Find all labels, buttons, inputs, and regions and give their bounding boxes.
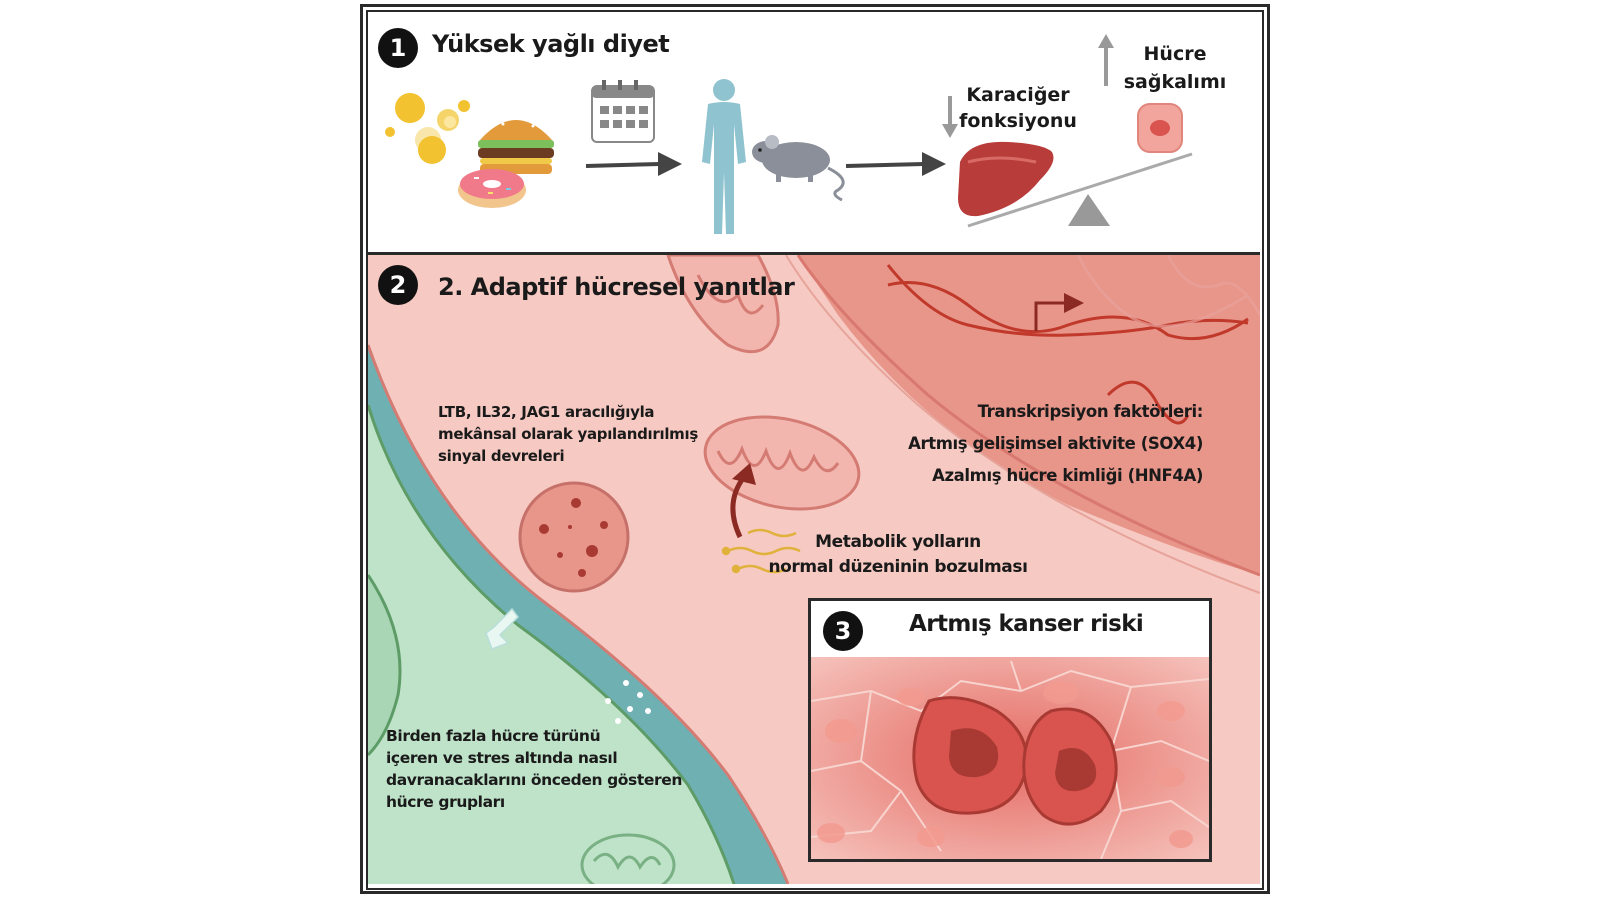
liver-icon (958, 141, 1054, 217)
panel1-title: Yüksek yağlı diyet (432, 30, 670, 58)
panel2-title: 2. Adaptif hücresel yanıtlar (438, 273, 795, 301)
outer-frame (360, 4, 1270, 894)
step-number-badge: 3 (823, 611, 863, 651)
donut-icon (458, 169, 526, 208)
cell-groups-label: Birden fazla hücre türünü içeren ve stre… (386, 727, 682, 811)
mitochondrion-icon (703, 415, 861, 511)
signal-arrow-icon (485, 607, 519, 650)
balance-scale-icon (967, 152, 1193, 228)
dna-helix-faint-icon (1076, 255, 1260, 328)
panel-adaptive-responses: 2 2. Adaptif hücresel yanıtlar LTB, IL32… (368, 255, 1260, 884)
panel3-title: Artmış kanser riski (909, 611, 1144, 637)
metabolic-disruption-label: Metabolik yolların normal düzeninin bozu… (768, 532, 1028, 577)
panel-high-fat-diet: 1 Yüksek yağlı diyet Karaciğer fonksiyon… (368, 12, 1260, 255)
arrow-icon (845, 152, 946, 176)
green-cell-region (368, 405, 734, 884)
step-number-badge: 2 (378, 265, 418, 305)
mitochondrion-icon (666, 255, 780, 354)
panel-cancer-risk: 3 Artmış kanser riski (808, 598, 1212, 862)
figure: 1 Yüksek yağlı diyet Karaciğer fonksiyon… (360, 4, 1270, 894)
vesicle-icon (518, 481, 630, 593)
cell-icon (1137, 103, 1183, 153)
metabolite-chains-icon (721, 528, 801, 574)
calendar-icon (591, 80, 655, 143)
vessel-particles (605, 680, 651, 724)
human-icon (702, 79, 746, 234)
transcription-factors-label: Transkripsiyon faktörleri: Artmış gelişi… (908, 402, 1203, 485)
panel2-illustration (368, 255, 1260, 884)
liver-function-label: Karaciğer fonksiyonu (959, 84, 1077, 132)
arrow-up-icon (1098, 34, 1114, 86)
mitochondrion-icon (580, 833, 676, 884)
cancer-cell-icon (1022, 707, 1118, 826)
panel3-illustration (811, 657, 1209, 859)
fat-droplets-icon (385, 93, 470, 164)
nucleus-region (798, 255, 1260, 575)
mouse-icon (752, 135, 845, 202)
transcription-start-arrow-icon (1034, 293, 1084, 331)
panel1-illustration (385, 34, 1193, 234)
burger-icon (478, 116, 554, 174)
step-number-badge: 1 (378, 28, 418, 68)
arrow-down-icon (942, 96, 958, 138)
curved-arrow-icon (730, 463, 756, 539)
arrow-icon (585, 152, 682, 176)
cancer-cell-icon (912, 696, 1028, 815)
inner-frame (366, 10, 1264, 890)
tissue-nuclei (817, 682, 1193, 848)
cell-survival-label: Hücre sağkalımı (1123, 43, 1227, 93)
signal-circuits-label: LTB, IL32, JAG1 aracılığıyla mekânsal ol… (438, 403, 698, 465)
